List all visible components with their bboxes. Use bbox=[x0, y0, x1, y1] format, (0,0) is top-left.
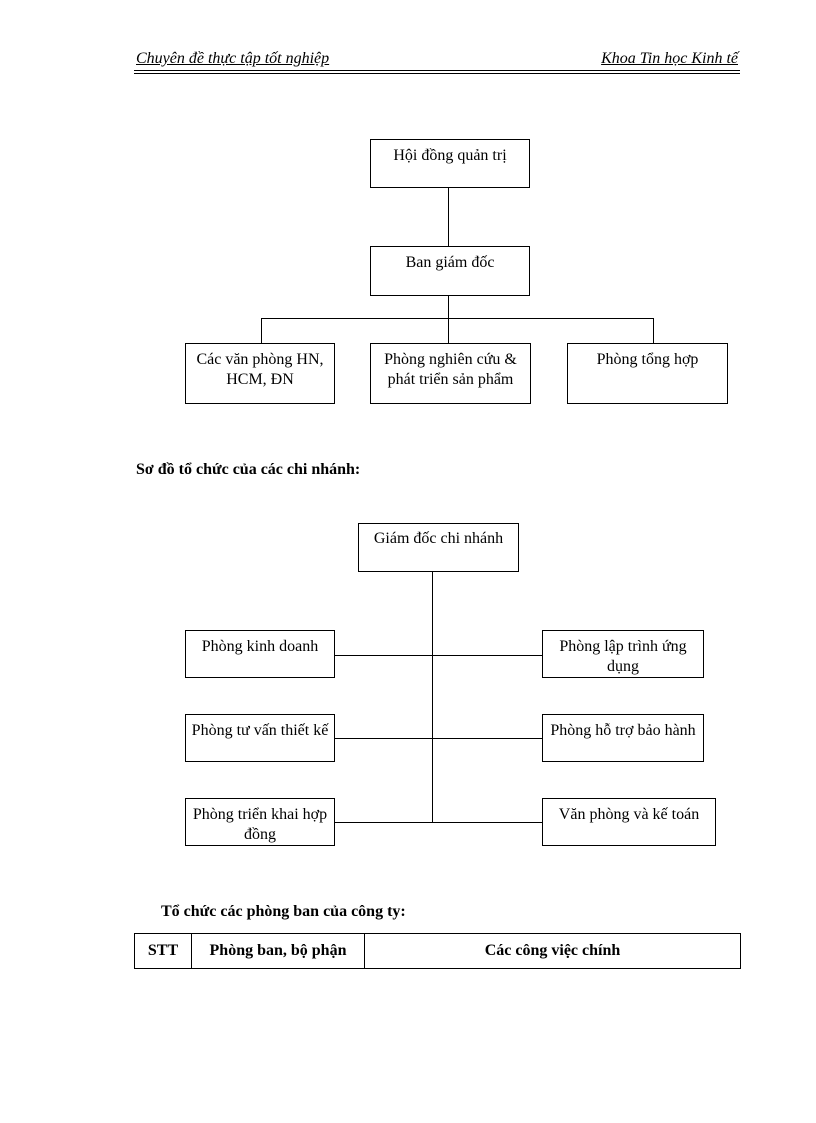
branch-director-box: Giám đốc chi nhánh bbox=[358, 523, 519, 572]
general-box: Phòng tổng hợp bbox=[567, 343, 728, 404]
table-section-title: Tổ chức các phòng ban của công ty: bbox=[161, 903, 406, 920]
connector-line bbox=[261, 318, 654, 319]
connector-line bbox=[335, 655, 542, 656]
header-rule bbox=[134, 70, 740, 71]
connector-line bbox=[448, 188, 449, 246]
connector-line bbox=[448, 296, 449, 343]
rnd-box: Phòng nghiên cứu & phát triển sản phẩm bbox=[370, 343, 531, 404]
header-left-title: Chuyên đề thực tập tốt nghiệp bbox=[136, 50, 330, 67]
sales-box: Phòng kinh doanh bbox=[185, 630, 335, 678]
connector-line bbox=[335, 738, 542, 739]
board-box: Hội đồng quản trị bbox=[370, 139, 530, 188]
connector-line bbox=[261, 318, 262, 343]
support-box: Phòng hỗ trợ bảo hành bbox=[542, 714, 704, 762]
connector-line bbox=[432, 572, 433, 822]
header-rule-double bbox=[134, 73, 740, 74]
table-header-cell: Các công việc chính bbox=[364, 933, 741, 969]
accounting-box: Văn phòng và kế toán bbox=[542, 798, 716, 846]
header-right-title: Khoa Tin học Kinh tế bbox=[601, 50, 738, 67]
offices-box: Các văn phòng HN, HCM, ĐN bbox=[185, 343, 335, 404]
app-dev-box: Phòng lập trình ứng dụng bbox=[542, 630, 704, 678]
table-header-row: STT Phòng ban, bộ phận Các công việc chí… bbox=[134, 933, 741, 969]
departments-table: STT Phòng ban, bộ phận Các công việc chí… bbox=[134, 933, 741, 969]
connector-line bbox=[335, 822, 542, 823]
branch-section-title: Sơ đồ tổ chức của các chi nhánh: bbox=[136, 461, 361, 478]
consulting-box: Phòng tư vấn thiết kế bbox=[185, 714, 335, 762]
deployment-box: Phòng triển khai hợp đồng bbox=[185, 798, 335, 846]
table-header-cell: Phòng ban, bộ phận bbox=[191, 933, 365, 969]
directors-box: Ban giám đốc bbox=[370, 246, 530, 296]
connector-line bbox=[653, 318, 654, 343]
table-header-cell: STT bbox=[134, 933, 192, 969]
